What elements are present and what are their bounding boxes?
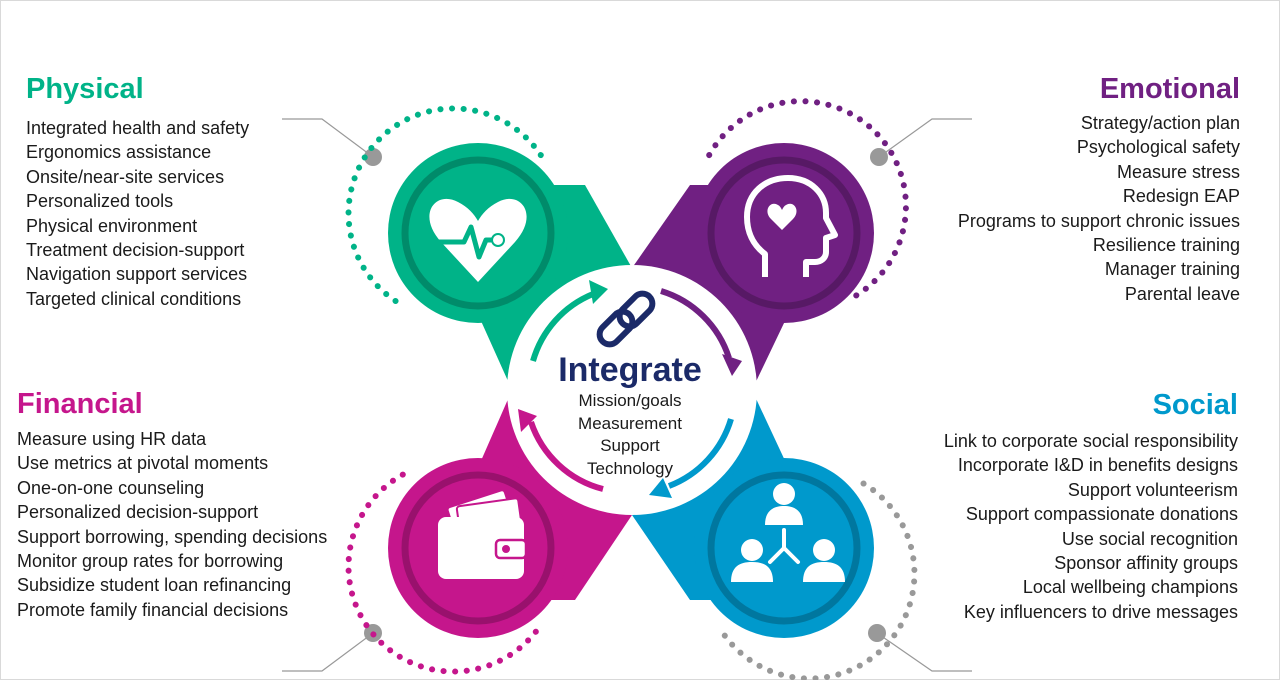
integrate-title: Integrate xyxy=(558,351,702,389)
financial-item: One-on-one counseling xyxy=(17,477,205,498)
emotional-list: Strategy/action plan Psychological safet… xyxy=(958,111,1240,306)
financial-item: Support borrowing, spending decisions xyxy=(17,526,328,547)
physical-connector xyxy=(282,118,374,158)
emotional-item: Programs to support chronic issues xyxy=(957,210,1240,231)
emotional-item: Redesign EAP xyxy=(1122,186,1240,207)
emotional-circle-ring xyxy=(707,156,861,310)
financial-list: Measure using HR data Use metrics at piv… xyxy=(17,427,327,622)
financial-item: Promote family financial decisions xyxy=(17,599,289,620)
integrate-item: Mission/goals xyxy=(578,391,682,410)
physical-item: Personalized tools xyxy=(26,191,174,212)
emotional-item: Resilience training xyxy=(1092,235,1240,256)
head-heart-icon xyxy=(744,175,838,277)
physical-item: Onsite/near-site services xyxy=(26,166,225,187)
integrate-item: Support xyxy=(600,436,660,455)
social-connector xyxy=(876,632,972,672)
financial-dotted-arc xyxy=(345,471,544,675)
social-item: Sponsor affinity groups xyxy=(1054,553,1238,574)
center-ring xyxy=(507,265,757,515)
social-connector-dot xyxy=(868,624,886,642)
social-dotted-arc xyxy=(719,480,918,680)
social-item: Support compassionate donations xyxy=(965,504,1238,525)
emotional-dotted-arc xyxy=(706,98,909,300)
physical-list: Integrated health and safety Ergonomics … xyxy=(26,116,249,311)
social-item: Link to corporate social responsibility xyxy=(943,431,1238,451)
physical-item: Targeted clinical conditions xyxy=(26,288,242,309)
emotional-item: Parental leave xyxy=(1124,283,1240,304)
financial-item: Subsidize student loan refinancing xyxy=(17,575,292,596)
physical-item: Ergonomics assistance xyxy=(26,142,212,163)
dotted-arcs xyxy=(345,98,918,680)
people-network-icon xyxy=(731,483,845,582)
social-panel: Social Link to corporate social responsi… xyxy=(944,388,1238,624)
chain-link-icon xyxy=(596,290,656,348)
financial-item: Personalized decision-support xyxy=(17,502,259,523)
social-circle-ring xyxy=(707,471,861,625)
emotional-title: Emotional xyxy=(1099,73,1240,105)
social-item: Incorporate I&D in benefits designs xyxy=(957,455,1238,476)
social-item: Support volunteerism xyxy=(1067,479,1238,500)
physical-title: Physical xyxy=(26,73,144,105)
integrate-center: Integrate Mission/goals Measurement Supp… xyxy=(530,350,730,480)
cycle-arrow-left xyxy=(528,421,604,492)
integrate-items: Mission/goals Measurement Support Techno… xyxy=(530,390,730,480)
cycle-arrow-top xyxy=(530,291,595,362)
integrate-item: Measurement xyxy=(578,413,682,433)
physical-circle-ring xyxy=(401,156,555,310)
social-item: Use social recognition xyxy=(1061,528,1238,549)
heart-pulse-icon xyxy=(429,198,527,282)
emotional-item: Manager training xyxy=(1104,259,1240,280)
emotional-item: Strategy/action plan xyxy=(1080,113,1240,133)
emotional-connector-dot xyxy=(870,148,888,166)
physical-connector-dot xyxy=(364,148,382,166)
physical-item: Treatment decision-support xyxy=(26,240,245,261)
physical-panel: Physical Integrated health and safety Er… xyxy=(26,72,249,311)
financial-title: Financial xyxy=(17,388,143,420)
physical-dotted-arc xyxy=(345,105,544,309)
physical-item: Integrated health and safety xyxy=(26,118,250,138)
emotional-item: Psychological safety xyxy=(1076,137,1240,158)
social-item: Local wellbeing champions xyxy=(1022,577,1238,598)
financial-connector xyxy=(282,632,374,672)
emotional-circle xyxy=(694,143,874,323)
integrate-item: Technology xyxy=(586,458,673,478)
financial-circle-ring xyxy=(401,471,555,625)
emotional-item: Measure stress xyxy=(1116,161,1240,182)
emotional-connector xyxy=(878,118,972,158)
emotional-panel: Emotional Strategy/action plan Psycholog… xyxy=(958,72,1240,306)
physical-item: Physical environment xyxy=(26,215,198,236)
social-list: Link to corporate social responsibility … xyxy=(944,429,1238,624)
physical-item: Navigation support services xyxy=(26,264,248,285)
social-item: Key influencers to drive messages xyxy=(963,601,1238,622)
financial-item: Monitor group rates for borrowing xyxy=(17,551,284,572)
cycle-arrow-right xyxy=(660,288,732,359)
financial-item: Use metrics at pivotal moments xyxy=(17,453,269,474)
connectors xyxy=(282,118,972,672)
cycle-arrow-bottom xyxy=(667,418,734,489)
financial-panel: Financial Measure using HR data Use metr… xyxy=(17,387,327,622)
social-title: Social xyxy=(1152,389,1238,421)
financial-item: Measure using HR data xyxy=(17,429,207,449)
wallet-icon xyxy=(438,489,528,579)
